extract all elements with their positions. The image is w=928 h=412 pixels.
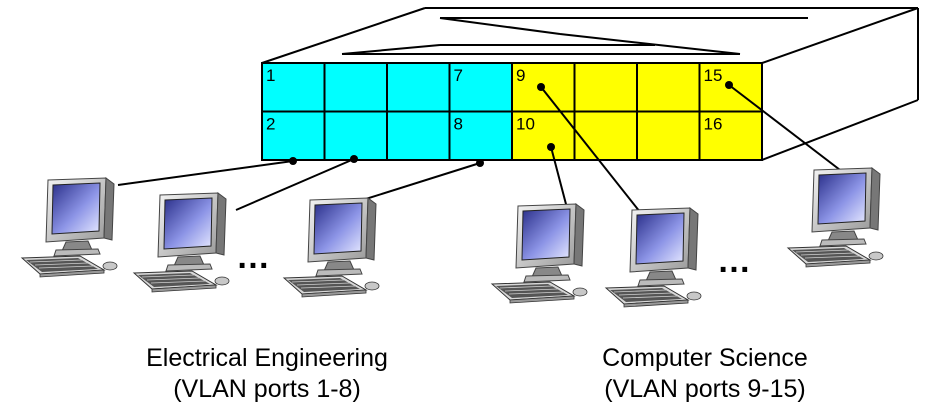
group-ports-ee: (VLAN ports 1-8): [173, 375, 361, 403]
dot-port-10: [547, 143, 555, 151]
switch-port-cell: [448, 110, 513, 161]
port-connection-dots: [289, 81, 733, 167]
switch-port-cell: [386, 62, 451, 113]
port-number-label: 9: [516, 66, 525, 85]
cable-port-10: [550, 146, 568, 209]
computer-cs-2: [605, 207, 702, 308]
switch-port-cell: [261, 62, 326, 113]
cable-port-8: [352, 162, 481, 204]
cable-port-4: [235, 158, 355, 211]
dot-port-2: [289, 157, 297, 165]
switch-backplane-lines: [341, 17, 808, 55]
port-number-label: 10: [516, 115, 535, 134]
computer-ee-2: [133, 192, 230, 293]
switch-port-cell: [511, 110, 576, 161]
dot-port-9: [537, 83, 545, 91]
switch-port-cell: [636, 62, 701, 113]
cable-port-2: [117, 160, 294, 186]
port-number-label: 8: [454, 115, 463, 134]
group-label-ee: Electrical Engineering (VLAN ports 1-8): [117, 343, 417, 405]
port-number-label: 1: [266, 66, 275, 85]
switch-port-cell: [698, 110, 763, 161]
switch-port-cell: [323, 110, 388, 161]
dot-port-15: [725, 81, 733, 89]
group-label-cs: Computer Science (VLAN ports 9-15): [555, 343, 855, 405]
ellipsis-left: …: [236, 238, 270, 276]
port-number-label: 16: [704, 115, 723, 134]
switch-port-cell: [573, 110, 638, 161]
group-name-ee: Electrical Engineering: [146, 344, 388, 372]
switch-port-grid: 1 7 9 15 2 8 10 16: [261, 62, 763, 161]
computer-cs-1: [491, 203, 588, 304]
dot-port-8: [476, 159, 484, 167]
cable-port-9: [540, 86, 641, 213]
group-name-cs: Computer Science: [602, 344, 808, 372]
computer-ee-3: [283, 197, 380, 298]
switch-port-cell: [386, 110, 451, 161]
computer-cs-3: [787, 167, 884, 268]
dot-port-4: [350, 155, 358, 163]
switch-port-cell: [636, 110, 701, 161]
port-number-label: 7: [454, 66, 463, 85]
ellipsis-right: …: [717, 242, 751, 280]
computer-ee-1: [21, 177, 118, 278]
cables: [117, 84, 845, 213]
port-number-label: 15: [704, 66, 723, 85]
cable-port-15: [728, 84, 845, 174]
switch-port-cell: [323, 62, 388, 113]
switch-port-cell: [573, 62, 638, 113]
group-ports-cs: (VLAN ports 9-15): [604, 375, 806, 403]
port-number-label: 2: [266, 115, 275, 134]
